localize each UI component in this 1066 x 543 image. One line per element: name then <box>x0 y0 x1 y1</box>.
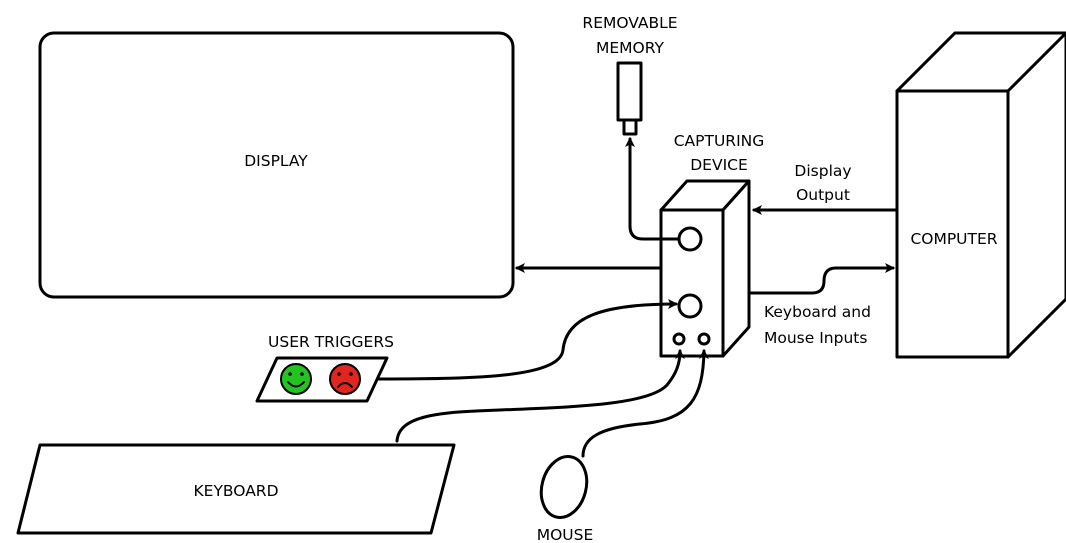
display-label: DISPLAY <box>244 152 308 170</box>
removable-memory-label-line1: REMOVABLE <box>582 14 677 32</box>
trigger-pad <box>257 358 387 401</box>
computer-label: COMPUTER <box>910 230 997 248</box>
keyboard-block: KEYBOARD <box>18 445 454 533</box>
display-block: DISPLAY <box>40 33 513 297</box>
computer-block: COMPUTER <box>897 33 1066 357</box>
capturing-device-label-line2: DEVICE <box>690 156 748 174</box>
capture-port-mouse <box>699 334 709 344</box>
keyboard-label: KEYBOARD <box>193 482 278 500</box>
triggers-to-capture-cable <box>378 304 676 379</box>
capture-device-side <box>723 181 749 356</box>
capturing-device-label-line1: CAPTURING <box>674 132 765 150</box>
removable-memory-block: REMOVABLE MEMORY <box>582 14 677 134</box>
sad-face-icon <box>330 364 360 394</box>
sad-trigger-button <box>330 364 360 394</box>
capturing-device-block: CAPTURING DEVICE <box>661 132 764 356</box>
usb-stick-body <box>618 63 641 120</box>
smiley-face-icon <box>281 364 311 394</box>
capture-port-triggers <box>679 295 701 317</box>
computer-front <box>897 91 1008 357</box>
capture-to-computer-arrow <box>749 268 893 293</box>
removable-memory-label-line2: MEMORY <box>596 39 665 57</box>
mouse-block: MOUSE <box>535 451 594 543</box>
user-triggers-label: USER TRIGGERS <box>268 333 394 351</box>
happy-trigger-button <box>281 364 311 394</box>
display-output-label-line1: Display <box>794 162 851 180</box>
mouse-outline <box>535 451 594 522</box>
keyboard-mouse-inputs-label-line1: Keyboard and <box>764 303 871 321</box>
keyboard-mouse-inputs-label-line2: Mouse Inputs <box>764 329 867 347</box>
keyboard-to-capture-cable <box>397 351 680 441</box>
mouse-label: MOUSE <box>537 526 594 543</box>
capture-port-storage <box>679 228 701 250</box>
capture-port-keyboard <box>674 334 684 344</box>
usb-stick-connector <box>624 120 636 134</box>
display-output-label-line2: Output <box>796 186 850 204</box>
user-triggers-block: USER TRIGGERS <box>257 333 394 401</box>
